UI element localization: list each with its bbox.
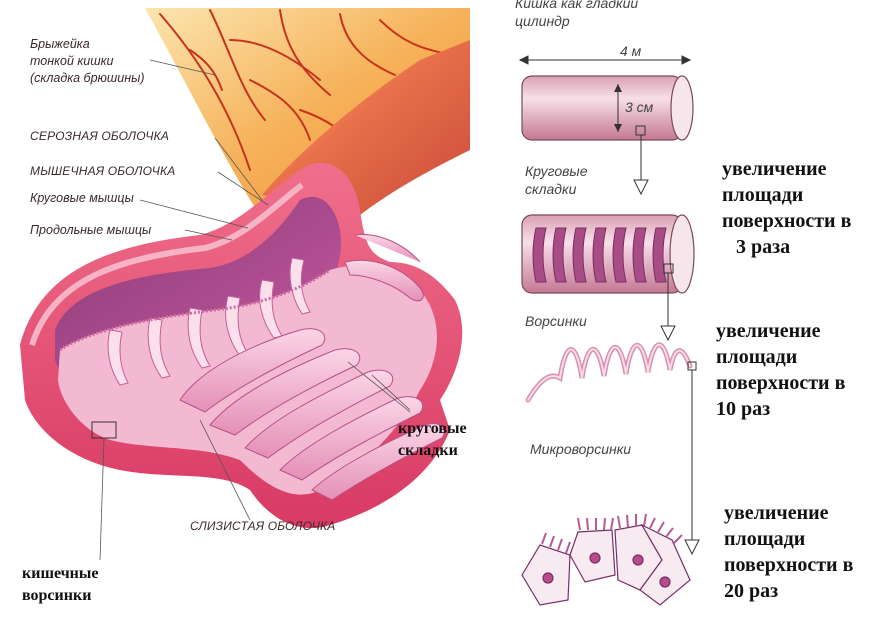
note-3x-line-1: увеличение: [722, 156, 851, 182]
label-muscular: МЫШЕЧНАЯ ОБОЛОЧКА: [30, 163, 175, 180]
label-microvilli: Микроворсинки: [530, 440, 631, 458]
label-circular-folds-2: складки: [398, 440, 467, 462]
label-cylinder: Кишка как гладкий цилиндр: [515, 0, 638, 30]
label-cylinder-1: Кишка как гладкий: [515, 0, 638, 12]
note-10x-line-3: поверхности в: [716, 370, 845, 396]
arrow-down-1: [634, 135, 648, 194]
note-20x-line-2: площади: [724, 526, 853, 552]
label-folds-2: складки: [525, 180, 588, 198]
length-arrow: [520, 56, 690, 64]
cell-2: [570, 518, 615, 582]
note-10x: увеличение площади поверхности в 10 раз: [716, 318, 845, 422]
label-mesentery-1: Брыжейка: [30, 36, 145, 53]
note-10x-line-4: 10 раз: [716, 396, 845, 422]
note-10x-line-1: увеличение: [716, 318, 845, 344]
label-circular-folds: круговые складки: [398, 418, 467, 462]
label-mesentery-2: тонкой кишки: [30, 53, 145, 70]
arrow-down-3: [685, 370, 699, 554]
label-mesentery-3: (складка брюшины): [30, 70, 145, 87]
label-folds: Круговые складки: [525, 162, 588, 198]
note-20x-line-3: поверхности в: [724, 552, 853, 578]
label-villi-right: Ворсинки: [525, 312, 587, 330]
label-length: 4 м: [620, 42, 641, 60]
label-mucosa: СЛИЗИСТАЯ ОБОЛОЧКА: [190, 518, 335, 535]
label-circular-muscles: Круговые мышцы: [30, 190, 134, 207]
note-3x-line-4: 3 раза: [722, 234, 851, 260]
smooth-cylinder: [522, 76, 693, 140]
note-3x-line-2: площади: [722, 182, 851, 208]
label-villi-2: ворсинки: [22, 585, 98, 607]
label-villi-1: кишечные: [22, 563, 98, 585]
label-longitudinal-muscles: Продольные мышцы: [30, 222, 151, 239]
note-20x-line-4: 20 раз: [724, 578, 853, 604]
note-10x-line-2: площади: [716, 344, 845, 370]
label-mesentery: Брыжейка тонкой кишки (складка брюшины): [30, 36, 145, 87]
label-villi: кишечные ворсинки: [22, 563, 98, 607]
label-serous: СЕРОЗНАЯ ОБОЛОЧКА: [30, 128, 169, 145]
label-circular-folds-1: круговые: [398, 418, 467, 440]
label-folds-1: Круговые: [525, 162, 588, 180]
note-20x-line-1: увеличение: [724, 500, 853, 526]
note-20x: увеличение площади поверхности в 20 раз: [724, 500, 853, 604]
cell-1: [522, 533, 570, 605]
note-3x: увеличение площади поверхности в 3 раза: [722, 156, 851, 260]
label-cylinder-2: цилиндр: [515, 12, 638, 30]
microvilli-cells: [522, 514, 690, 605]
label-diameter: 3 см: [625, 98, 653, 116]
note-3x-line-3: поверхности в: [722, 208, 851, 234]
